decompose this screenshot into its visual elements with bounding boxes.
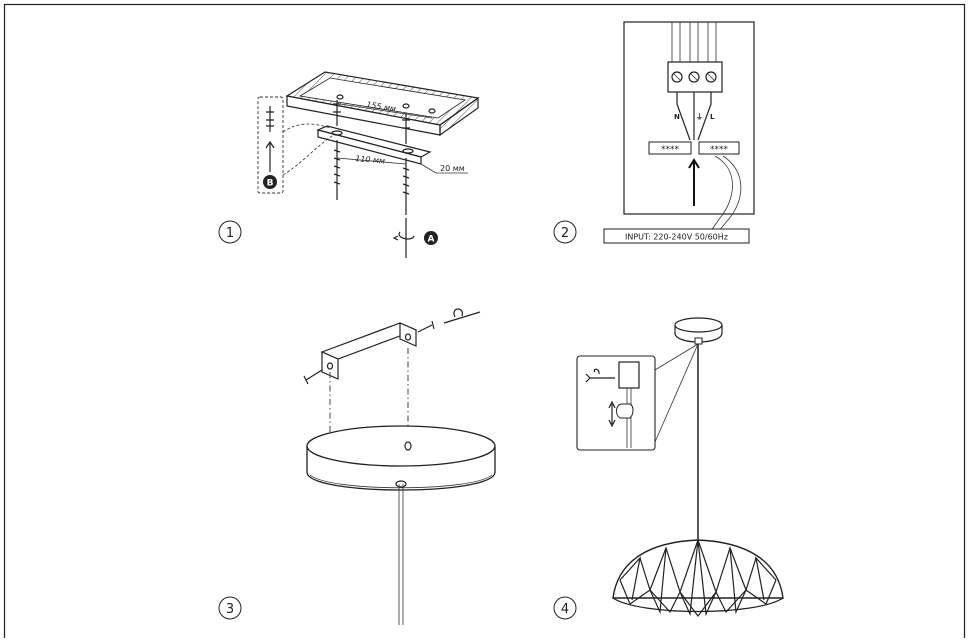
detail-inset [576,355,656,451]
dim-20-label: 20 мм [440,164,465,173]
terminal-block [667,61,723,93]
wire-mark-right: **** [710,145,729,155]
svg-text:A: A [428,235,435,245]
detail-b-inset [257,96,284,194]
step-number-1: 1 [218,220,242,244]
terminal-earth: ⏚ [696,113,703,121]
screwdriver-icon [398,218,415,258]
input-label-box [603,228,750,244]
svg-text:4: 4 [561,602,569,617]
terminal-n: N [674,113,680,121]
step3-diagram [303,308,496,625]
svg-text:2: 2 [561,226,569,241]
hand-icon [615,403,634,419]
step-number-2: 2 [553,220,577,244]
svg-text:1: 1 [226,226,234,241]
input-label: INPUT: 220-240V 50/60Hz [625,233,728,242]
arrow-up-icon [688,158,700,206]
screwdriver-icon-3 [443,308,481,324]
svg-text:B: B [267,179,274,189]
dim-110-label: 110 мм [355,154,386,166]
badge-a [424,231,438,245]
step1-diagram: 155 мм 110 мм 20 мм A B [257,71,480,258]
geometric-lampshade [612,538,784,617]
page-border [3,3,966,642]
wire-mark-left: **** [661,145,680,155]
terminal-l: L [710,113,715,121]
badge-b [263,175,277,189]
step-number-4: 4 [553,596,577,620]
svg-text:3: 3 [226,602,234,617]
step2-diagram: N ⏚ L **** **** INPUT: 220-240V 50/60Hz [603,21,755,244]
junction-box-frame [623,21,755,215]
step4-diagram [576,317,784,617]
step-number-3: 3 [218,596,242,620]
